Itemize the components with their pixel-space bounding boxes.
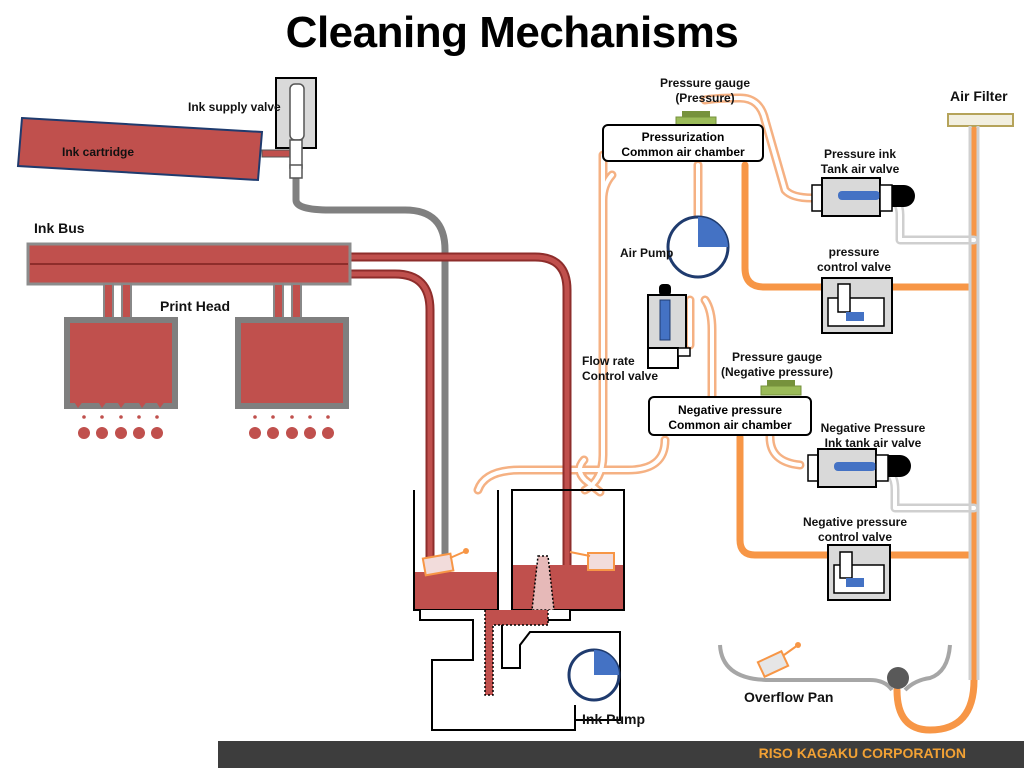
ink-cartridge (16, 116, 293, 182)
air-filter (947, 113, 1014, 680)
ink-droplets (78, 415, 334, 439)
pressure-ink-tank-valve-label: Pressure ink Tank air valve (800, 147, 920, 177)
pressure-control-valve (821, 277, 893, 334)
pressure-control-valve-line2: control valve (816, 260, 892, 274)
flow-rate-valve (647, 284, 691, 369)
footer-bar: RISO KAGAKU CORPORATION (218, 741, 1024, 768)
negative-pressure-ink-tank-air-valve (807, 448, 911, 488)
red-ink-tubes (350, 252, 572, 590)
negative-tank-valve-line2: Ink tank air valve (824, 436, 922, 450)
pressurization-line1: Pressurization (641, 130, 725, 144)
ink-pump-housing (419, 610, 621, 731)
flow-rate-line2: Control valve (582, 369, 659, 383)
ink-tank-right (511, 489, 625, 611)
pressure-gauge-label: Pressure gauge (Pressure) (640, 76, 770, 106)
negative-tank-valve-label: Negative Pressure Ink tank air valve (808, 421, 938, 451)
page-title: Cleaning Mechanisms (285, 8, 739, 57)
negative-chamber-line1: Negative pressure (677, 403, 783, 417)
pressure-ink-tank-valve-line1: Pressure ink (823, 147, 897, 161)
ink-supply-valve (275, 77, 317, 179)
print-head-label: Print Head (160, 298, 231, 314)
ink-supply-valve-label: Ink supply valve (188, 100, 281, 114)
air-pump-icon (666, 215, 730, 279)
gray-ink-tube (292, 178, 449, 590)
air-pump-label: Air Pump (620, 246, 674, 260)
pressure-ink-tank-air-valve (811, 177, 915, 217)
pressure-control-valve-label: pressure control valve (800, 245, 908, 275)
ink-bus (26, 242, 352, 286)
negative-chamber-line2: Common air chamber (668, 418, 792, 432)
pressure-gauge-negative-label: Pressure gauge (Negative pressure) (712, 350, 842, 380)
footer-company: RISO KAGAKU CORPORATION (758, 745, 966, 761)
pressurization-line2: Common air chamber (621, 145, 745, 159)
orange-air-lines (736, 126, 978, 734)
ink-pump-icon (567, 648, 621, 702)
print-head-right (235, 283, 349, 409)
negative-control-valve-line2: control valve (817, 530, 893, 544)
air-filter-label: Air Filter (950, 88, 1008, 104)
ink-pump-label: Ink Pump (582, 711, 646, 727)
pressure-gauge-negative-line2: (Negative pressure) (720, 365, 834, 379)
pressure-gauge-negative (760, 380, 802, 396)
negative-pressure-control-valve (827, 544, 891, 601)
ink-cartridge-label: Ink cartridge (62, 145, 135, 159)
flow-rate-label: Flow rate Control valve (582, 354, 658, 384)
negative-control-valve-label: Negative pressure control valve (790, 515, 920, 545)
negative-pressure-chamber: Negative pressure Common air chamber (648, 396, 812, 436)
pressure-ink-tank-valve-line2: Tank air valve (820, 162, 900, 176)
ink-bus-label: Ink Bus (34, 220, 85, 236)
negative-tank-valve-line1: Negative Pressure (820, 421, 926, 435)
pressure-gauge-negative-line1: Pressure gauge (731, 350, 823, 364)
pressure-gauge-label-line2: (Pressure) (675, 91, 735, 105)
pressure-control-valve-line1: pressure (828, 245, 880, 259)
negative-control-valve-line1: Negative pressure (802, 515, 908, 529)
air-tubing (473, 93, 979, 513)
flow-rate-line1: Flow rate (582, 354, 635, 368)
print-head-left (64, 283, 178, 409)
pressurization-chamber: Pressurization Common air chamber (602, 124, 764, 162)
overflow-pan-label: Overflow Pan (744, 689, 834, 705)
ink-tank-left (413, 490, 499, 611)
overflow-pan (718, 642, 952, 692)
pressure-gauge-label-line1: Pressure gauge (659, 76, 751, 90)
